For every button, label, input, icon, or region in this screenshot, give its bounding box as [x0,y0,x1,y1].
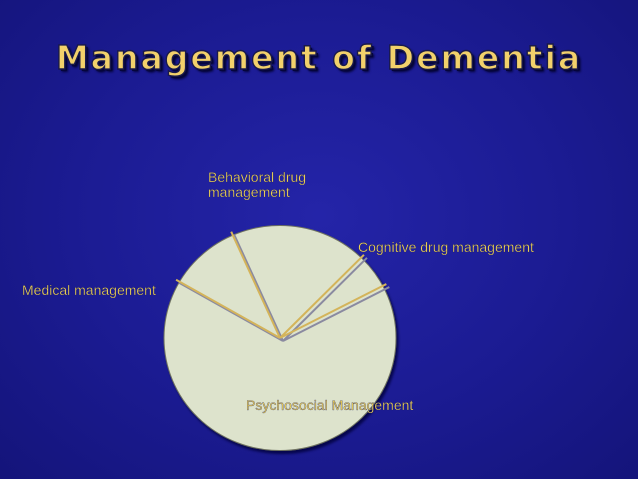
slice-edge-shadow [282,257,368,342]
slice-edge-shadow [233,234,284,342]
label-psychosocial-management: Psychosocial Management [246,397,413,413]
label-behavioral-line-1: Behavioral drug [208,169,306,185]
label-behavioral-drug-management: Behavioral drug management [208,169,310,200]
slice-edge-3 [279,283,387,339]
slice-edge-shadow [282,286,390,342]
label-medical-management: Medical management [22,282,156,298]
label-behavioral-line-2: management [208,184,290,200]
slice-edge-shadow [178,281,284,342]
slice-edge-1 [230,231,281,339]
slice-edge-4 [175,278,281,339]
slice-edges [175,231,390,342]
slide-title: Management of Dementia [55,37,583,77]
slice-edge-2 [279,254,365,339]
label-cognitive-drug-management: Cognitive drug management [358,239,534,255]
